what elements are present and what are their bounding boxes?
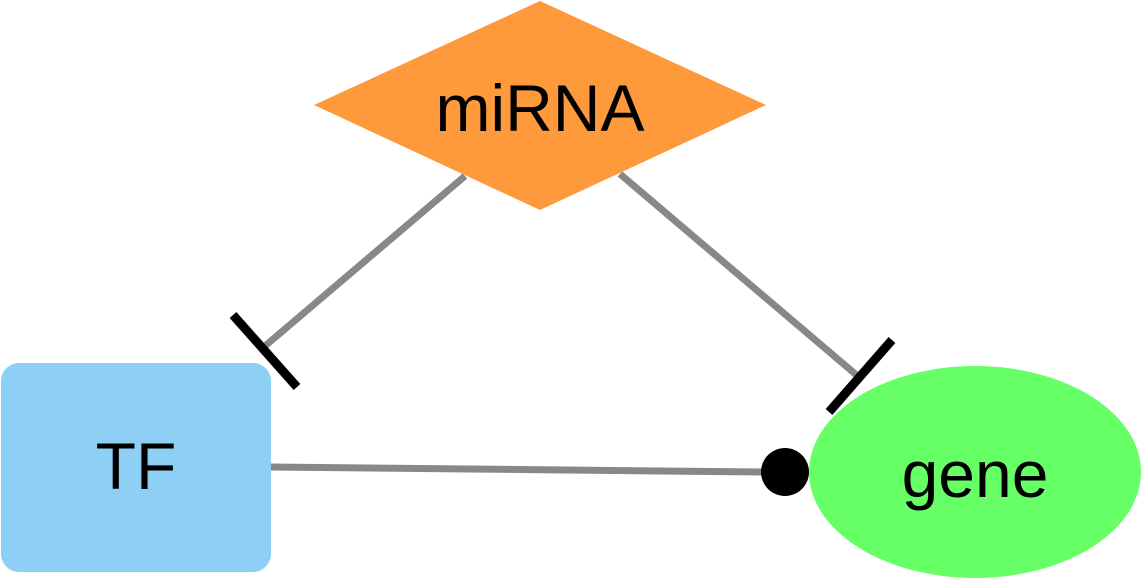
edge-tf-to-gene [270,448,809,496]
edge-mirna-to-gene [617,171,896,415]
edge-tf-to-gene-dot-head [761,448,809,496]
node-tf: TF [1,363,271,572]
node-gene: gene [809,366,1141,578]
edge-mirna-to-tf-line [262,173,468,349]
gene-ellipse-shape [809,366,1141,578]
edge-mirna-to-gene-inhibition-bar [825,337,896,415]
mirna-diamond-shape [314,1,766,210]
node-mirna: miRNA [314,1,766,210]
tf-box-shape [1,363,271,572]
edge-mirna-to-gene-line [617,171,863,381]
gene-label: gene [902,437,1049,511]
mirna-label: miRNA [436,71,645,145]
edge-mirna-to-tf-inhibition-bar [229,312,301,390]
edge-mirna-to-tf [229,173,468,390]
edge-tf-to-gene-line [270,463,763,476]
tf-label: TF [96,429,177,503]
